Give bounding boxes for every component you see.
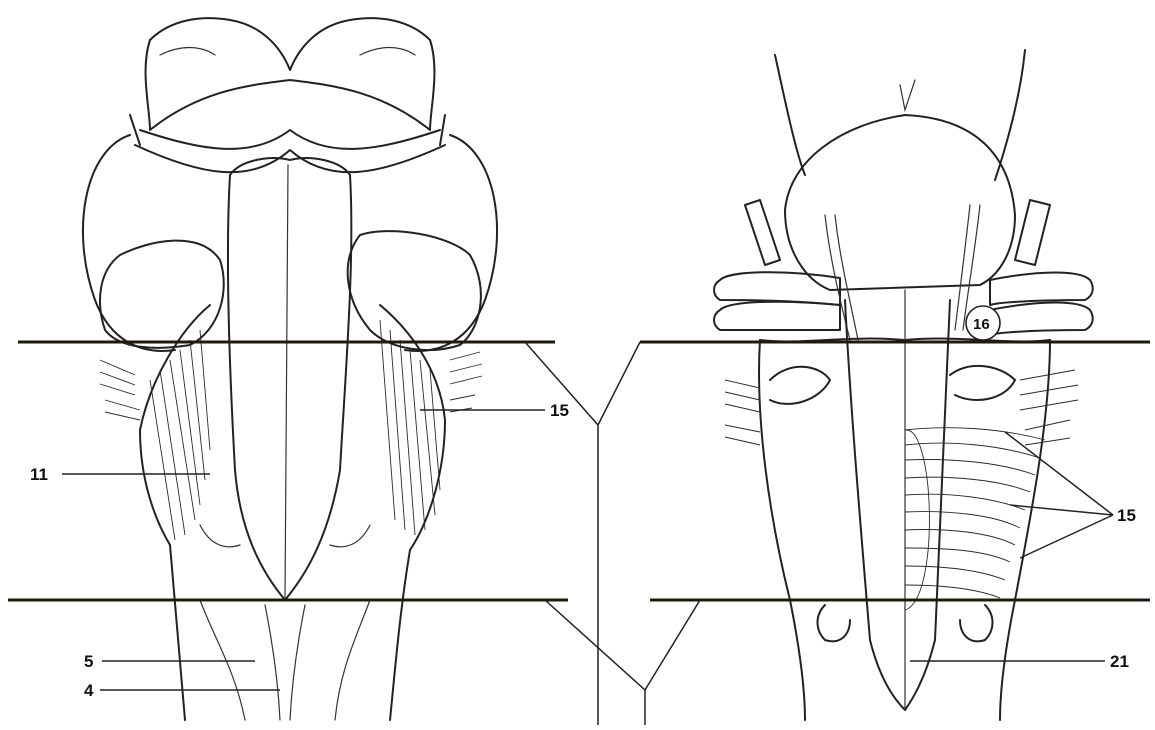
label-4: 4 — [84, 681, 94, 700]
section-level-lines — [8, 342, 1150, 600]
left-brainstem-dorsal-view — [83, 18, 497, 720]
label-5: 5 — [84, 652, 93, 671]
right-brainstem-ventral-view — [714, 50, 1093, 720]
label-21: 21 — [1110, 652, 1129, 671]
labels: 15 11 5 4 16 15 21 — [30, 316, 1136, 700]
label-11: 11 — [30, 465, 48, 484]
label-15-left: 15 — [550, 401, 569, 420]
label-16: 16 — [973, 316, 990, 333]
label-15-right: 15 — [1117, 506, 1136, 525]
level-connector-lines — [525, 342, 700, 725]
